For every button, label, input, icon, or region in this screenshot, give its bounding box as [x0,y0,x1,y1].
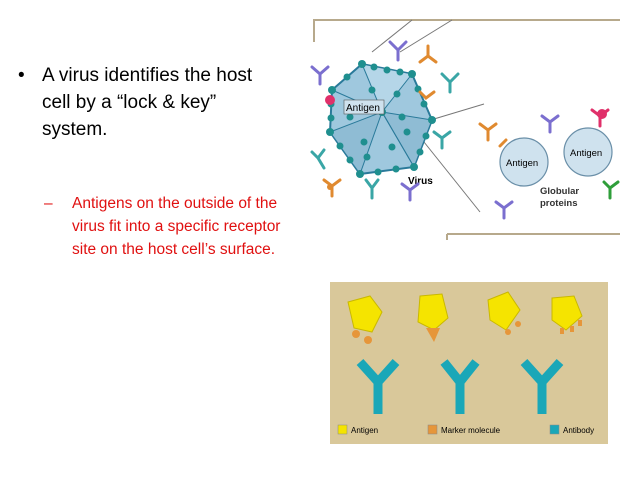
virus-antigen-label: Antigen [346,103,380,114]
globular-sphere-label: Antigen [570,148,602,159]
legend-antibody-label: Antibody [563,426,594,435]
globular-sphere [563,127,613,177]
globular-label-line2: proteins [540,198,577,209]
legend-marker-label: Marker molecule [441,426,501,435]
globular-label-line1: Globular [540,186,579,197]
legend-antigen-label: Antigen [351,426,378,435]
virus-label: Virus [408,176,433,187]
sub-bullet-text: Antigens on the outside of the virus fit… [72,195,281,258]
antigen-sphere-label: Antigen [506,158,538,169]
antigen-sphere [499,137,549,187]
virus-antigen-illustration: Antigen Virus Antigen Antigen Globular p… [310,19,620,240]
bullet-marker: • [18,65,25,86]
legend-antigen-swatch [337,424,348,435]
sub-bullet-marker: – [44,195,53,212]
legend-antibody-swatch [549,424,560,435]
antigen-antibody-diagram: Antigen Marker molecule Antibody [330,282,608,444]
legend-marker-swatch [427,424,438,435]
main-bullet-text: A virus identifies the host cell by a “l… [42,65,253,140]
